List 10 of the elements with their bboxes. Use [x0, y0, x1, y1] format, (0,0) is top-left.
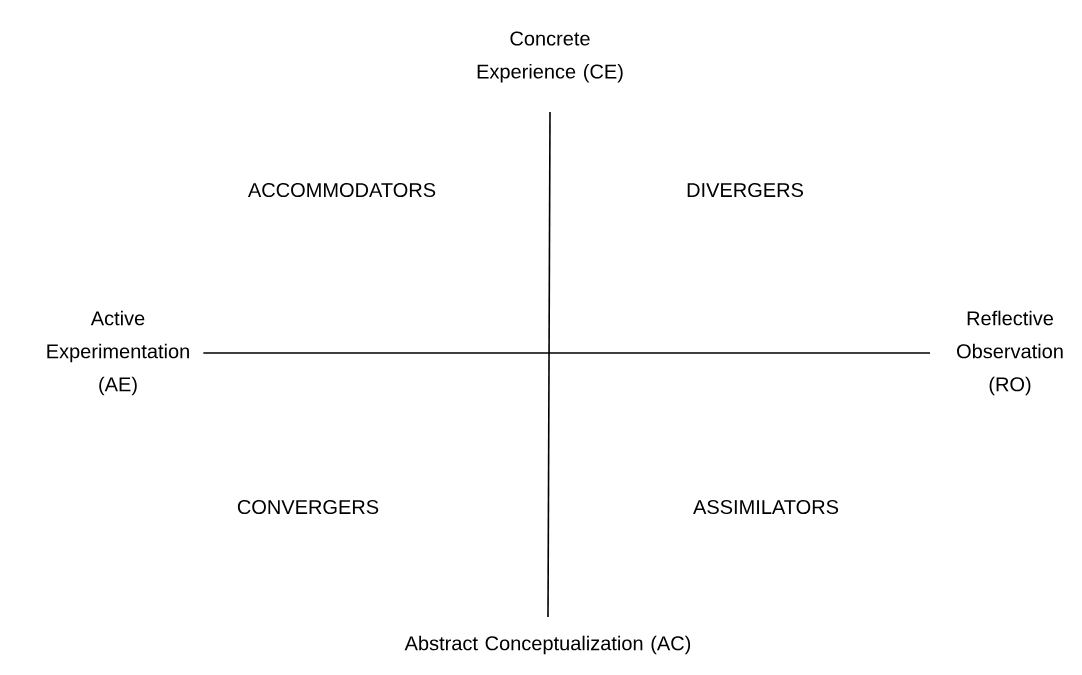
quadrant-label: CONVERGERS: [237, 499, 379, 515]
axis-label: Reflective Observation (RO): [957, 310, 1063, 396]
axis-line: [547, 111, 551, 618]
quadrant-label: ASSIMILATORS: [693, 499, 839, 515]
axis-label: Abstract Conceptualization (AC): [404, 635, 691, 655]
axis-line: [202, 352, 931, 354]
axis-label: Concrete Experience (CE): [477, 31, 623, 83]
quadrant-label: ACCOMMODATORS: [247, 182, 436, 198]
axis-label: Active Experimentation (AE): [47, 310, 189, 396]
quadrant-label: DIVERGERS: [687, 182, 803, 198]
